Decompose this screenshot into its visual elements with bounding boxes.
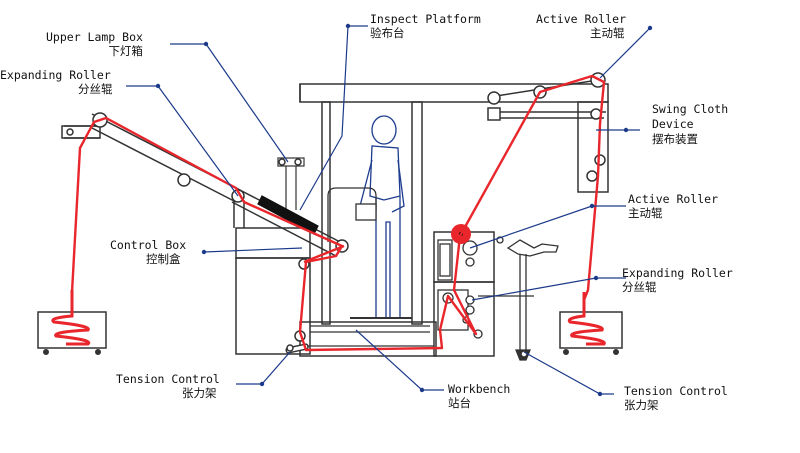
label-active-roller-top: Active Roller 主动辊 bbox=[536, 12, 626, 40]
label-expanding-roller-left-en: Expanding Roller bbox=[0, 68, 111, 82]
label-tension-control-left: Tension Control 张力架 bbox=[116, 372, 220, 400]
label-expanding-roller-right-en: Expanding Roller bbox=[622, 266, 733, 280]
label-active-roller-mid: Active Roller 主动辊 bbox=[628, 192, 718, 220]
label-workbench-en: Workbench bbox=[448, 382, 511, 396]
operator-seat bbox=[327, 187, 412, 319]
cloth-box-left bbox=[37, 290, 107, 355]
label-workbench: Workbench 站台 bbox=[448, 382, 510, 410]
label-swing-cloth-device-zh: 摆布装置 bbox=[652, 132, 698, 146]
fabric-path bbox=[70, 74, 606, 352]
label-active-roller-mid-en: Active Roller bbox=[628, 192, 719, 206]
cloth-box-right bbox=[559, 292, 623, 355]
label-upper-lamp-box-en: Upper Lamp Box bbox=[46, 30, 143, 44]
label-active-roller-top-en: Active Roller bbox=[536, 12, 627, 26]
label-inspect-platform-zh: 验布台 bbox=[370, 26, 405, 40]
label-tension-control-right: Tension Control 张力架 bbox=[624, 384, 728, 412]
label-control-box-en: Control Box bbox=[110, 238, 187, 252]
label-inspect-platform: Inspect Platform 验布台 bbox=[370, 12, 481, 40]
label-tension-control-right-en: Tension Control bbox=[624, 384, 728, 398]
label-expanding-roller-left-zh: 分丝辊 bbox=[78, 82, 113, 96]
label-swing-cloth-device-en: Swing Cloth Device bbox=[652, 102, 729, 131]
label-active-roller-top-zh: 主动辊 bbox=[590, 26, 625, 40]
label-upper-lamp-box-zh: 下灯箱 bbox=[108, 44, 143, 58]
label-expanding-roller-left: Expanding Roller 分丝辊 bbox=[0, 68, 113, 96]
label-expanding-roller-right-zh: 分丝辊 bbox=[622, 280, 657, 294]
label-expanding-roller-right: Expanding Roller 分丝辊 bbox=[622, 266, 733, 294]
label-tension-control-left-en: Tension Control bbox=[116, 372, 220, 386]
label-tension-control-left-zh: 张力架 bbox=[182, 386, 217, 400]
label-active-roller-mid-zh: 主动辊 bbox=[628, 206, 663, 220]
label-workbench-zh: 站台 bbox=[448, 396, 471, 410]
left-arm bbox=[61, 113, 345, 257]
label-inspect-platform-en: Inspect Platform bbox=[370, 12, 481, 26]
workbench-rails bbox=[300, 325, 434, 347]
label-swing-cloth-device: Swing Cloth Device 摆布装置 bbox=[652, 102, 762, 147]
label-control-box-zh: 控制盒 bbox=[146, 252, 181, 266]
right-unit bbox=[437, 236, 559, 361]
label-control-box: Control Box 控制盒 bbox=[110, 238, 186, 266]
label-upper-lamp-box: Upper Lamp Box 下灯箱 bbox=[46, 30, 143, 58]
leader-dots bbox=[155, 23, 653, 397]
label-tension-control-right-zh: 张力架 bbox=[624, 398, 659, 412]
